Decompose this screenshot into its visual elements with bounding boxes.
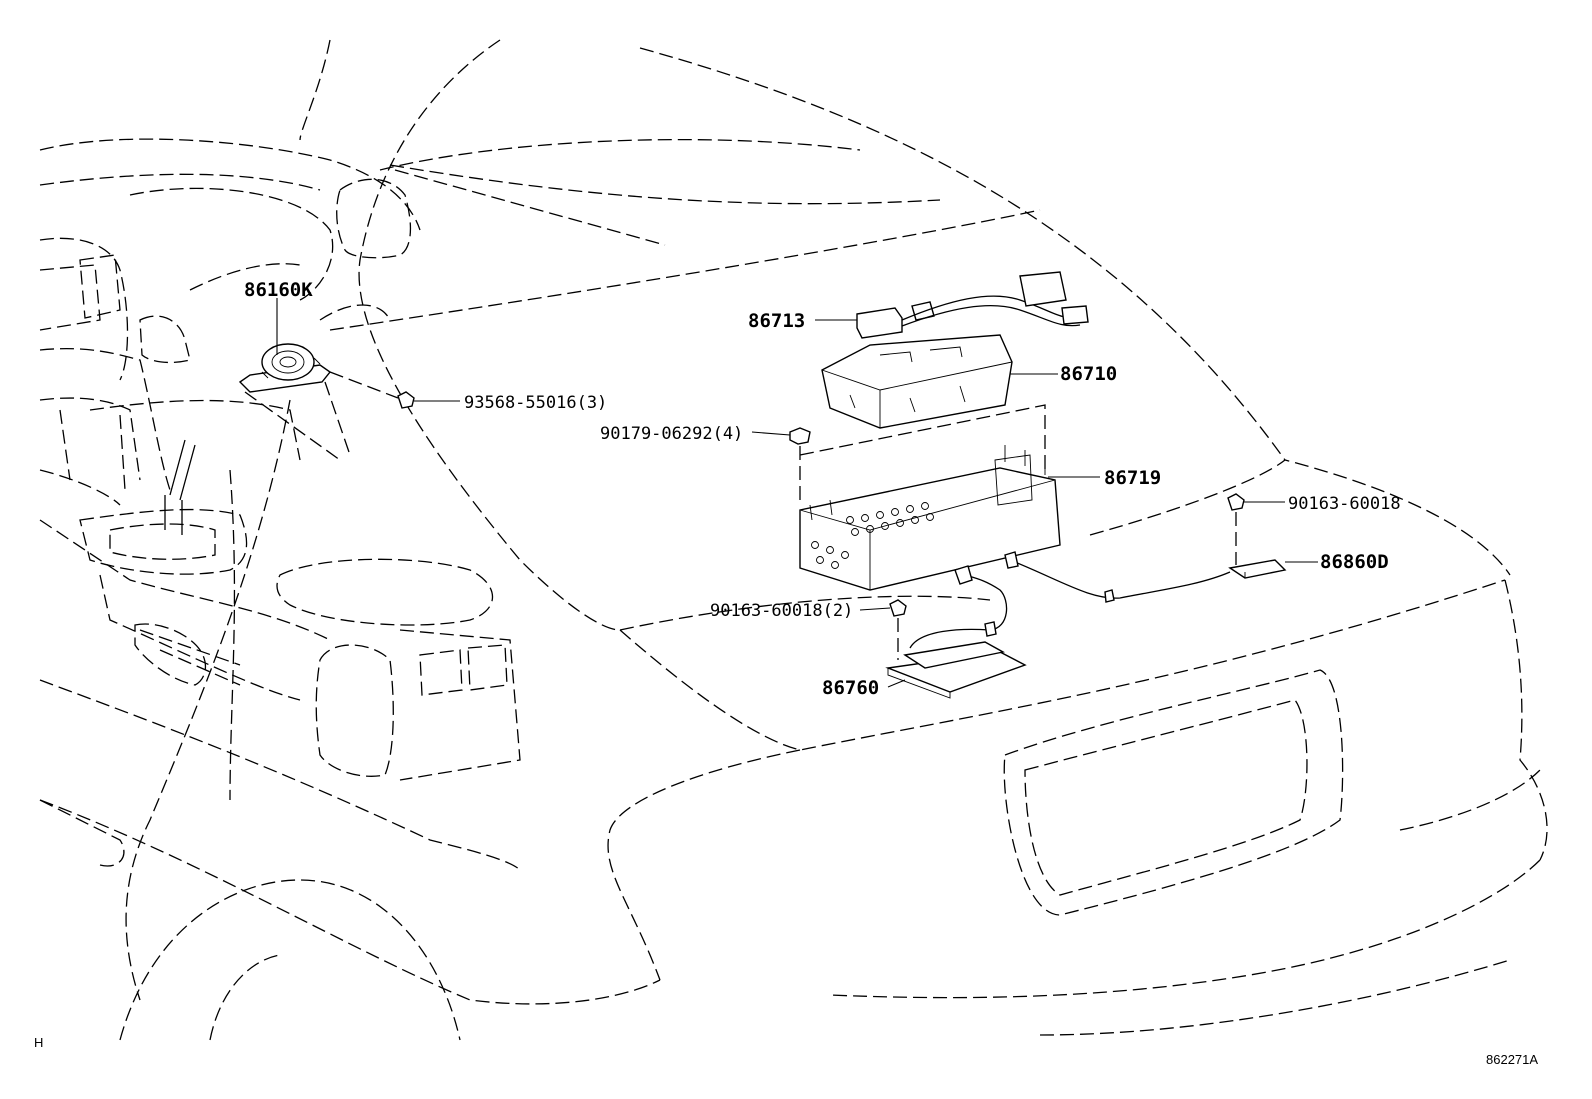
label-93568-55016: 93568-55016(3) xyxy=(464,393,607,413)
screw-90163-lower xyxy=(889,599,907,660)
part-86160K-buzzer xyxy=(238,343,351,461)
vehicle-body-outline xyxy=(39,39,1548,1041)
label-86713: 86713 xyxy=(748,310,805,332)
label-90163-60018-lower: 90163-60018(2) xyxy=(710,601,853,621)
label-86710: 86710 xyxy=(1060,363,1117,385)
leader-lines xyxy=(276,298,1318,688)
screw-90163-upper xyxy=(1227,493,1245,565)
label-86760: 86760 xyxy=(822,677,879,699)
screw-93568 xyxy=(329,371,415,409)
label-86719: 86719 xyxy=(1104,467,1161,489)
part-86719-bracket xyxy=(799,445,1061,591)
part-86860D-sensor xyxy=(1004,551,1287,603)
label-86160K: 86160K xyxy=(244,279,313,301)
label-86860D: 86860D xyxy=(1320,551,1389,573)
label-90163-60018-upper: 90163-60018 xyxy=(1288,494,1401,514)
bracket-holes xyxy=(811,502,934,569)
nut-90179 xyxy=(789,427,811,500)
part-86713-harness xyxy=(856,271,1089,339)
part-86710-unit xyxy=(799,334,1046,470)
label-90179-06292: 90179-06292(4) xyxy=(600,424,743,444)
part-86760-module xyxy=(885,565,1027,699)
footer-left-mark: H xyxy=(34,1035,43,1050)
figure-code: 862271A xyxy=(1486,1052,1538,1067)
